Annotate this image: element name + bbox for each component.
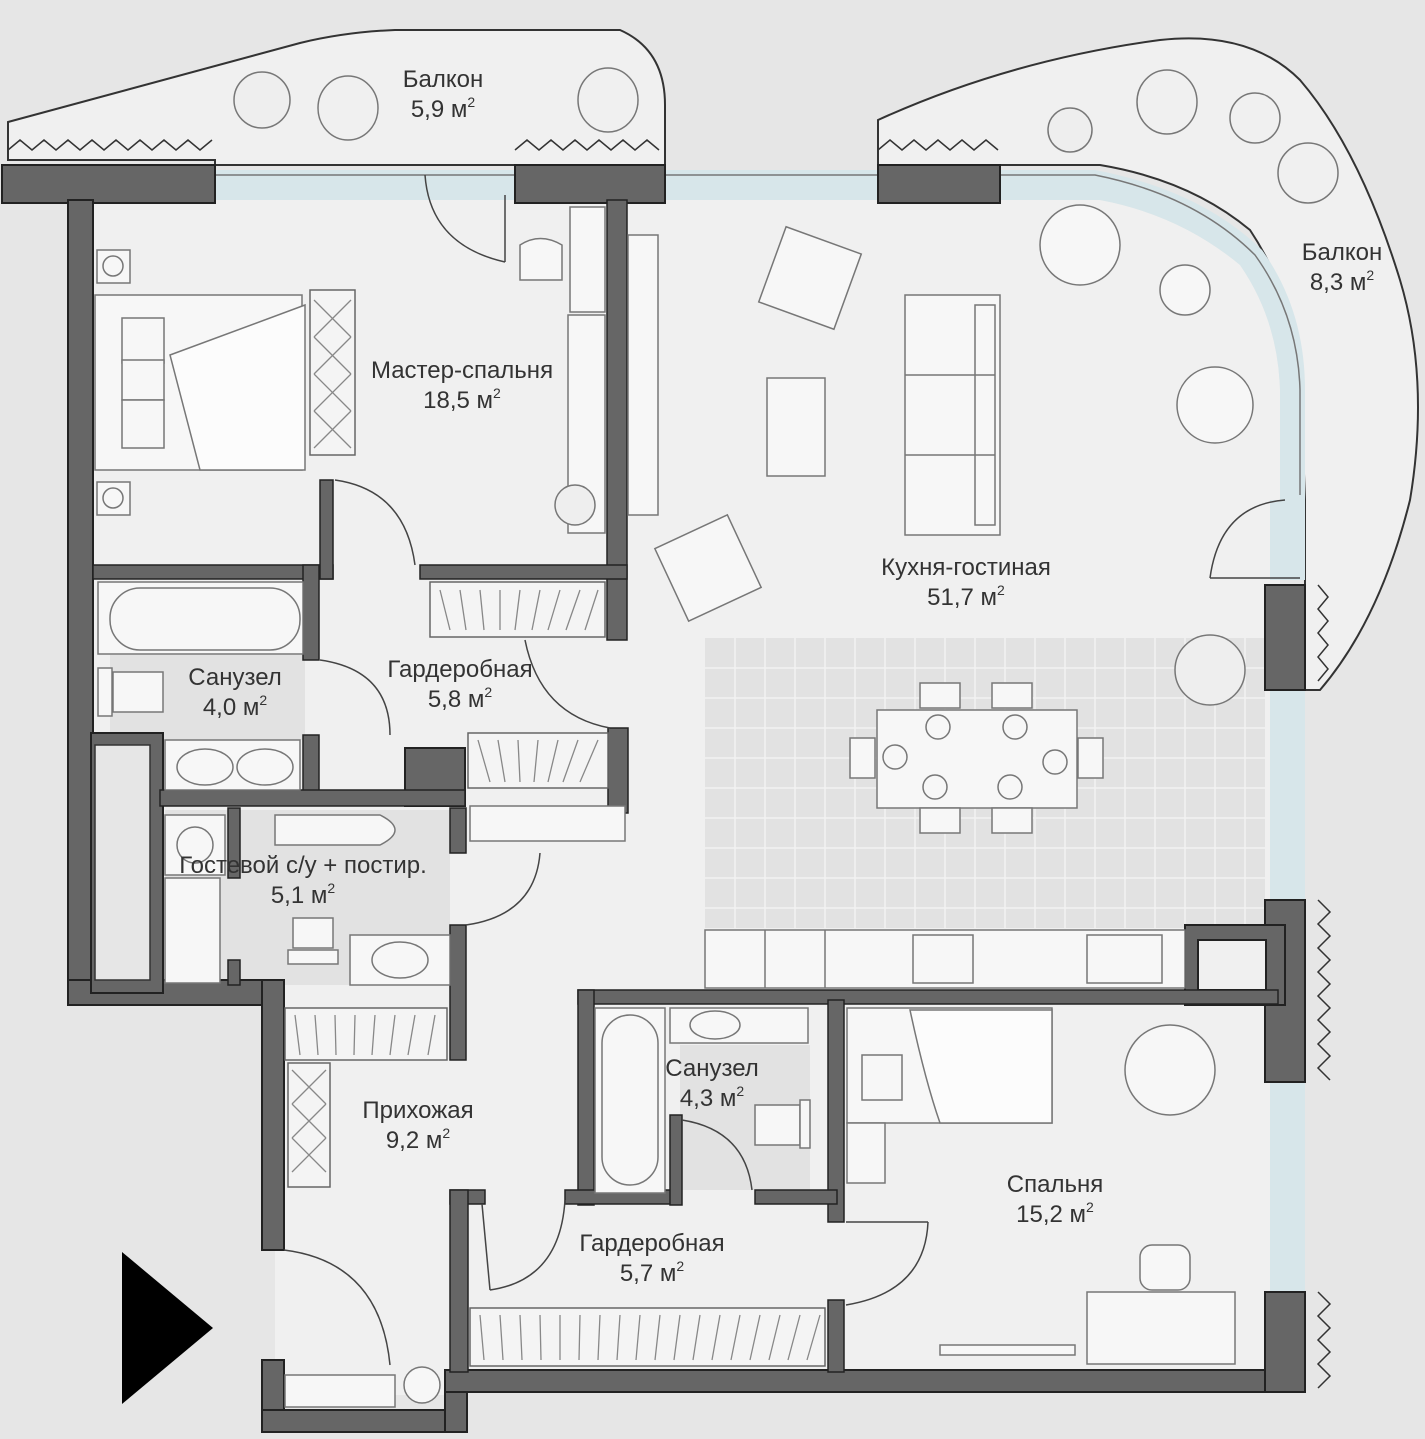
area-power: 2 (1366, 267, 1375, 283)
room-area: 51,7 (927, 584, 974, 611)
bedroom-furniture (284, 1007, 1236, 1408)
area-power: 2 (327, 880, 336, 896)
room-label-bathroom-1: Санузел 4,0 м2 (188, 663, 282, 723)
room-area: 18,5 (423, 387, 470, 414)
room-label-bathroom-2: Санузел 4,3 м2 (665, 1054, 759, 1114)
area-unit: м (242, 694, 260, 721)
railing-zigzag (7, 139, 213, 151)
glazing (1270, 690, 1305, 900)
living-furniture (469, 204, 1254, 989)
room-name: Гардеробная (579, 1230, 725, 1257)
railing-zigzag (514, 139, 660, 151)
room-area: 5,8 (427, 686, 462, 713)
area-unit: м (425, 1127, 443, 1154)
shaft (94, 744, 151, 981)
area-power: 2 (676, 1258, 685, 1274)
area-power: 2 (997, 582, 1005, 598)
room-name: Кухня-гостиная (881, 554, 1051, 581)
room-name: Прихожая (362, 1097, 474, 1124)
master-bed (94, 206, 659, 534)
room-label-master-bedroom: Мастер-спальня 18,5 м2 (371, 356, 553, 416)
area-unit: м (659, 1260, 677, 1287)
area-power: 2 (484, 684, 493, 700)
wall-niche (1197, 939, 1267, 991)
bathroom-fixtures (97, 581, 811, 1194)
glazing (1270, 1082, 1305, 1292)
room-area: 8,3 (1309, 269, 1344, 296)
room-name: Санузел (665, 1055, 759, 1082)
area-unit: м (476, 387, 494, 414)
wardrobe (284, 289, 826, 1367)
room-area: 4,3 (679, 1085, 714, 1112)
room-label-kitchen-living: Кухня-гостиная 51,7 м2 (881, 553, 1051, 613)
room-area: 4,0 (202, 694, 237, 721)
door-swings (283, 174, 1300, 1366)
room-area: 15,2 (1016, 1201, 1063, 1228)
glazing (1000, 170, 1305, 500)
room-area: 5,7 (619, 1260, 654, 1287)
area-unit: м (310, 882, 328, 909)
railing-zigzag (1317, 584, 1329, 682)
area-power: 2 (1086, 1199, 1094, 1215)
room-name: Гостевой с/у + постир. (179, 852, 427, 879)
room-area: 9,2 (385, 1127, 420, 1154)
room-label-balcony-right: Балкон 8,3 м2 (1302, 238, 1382, 298)
room-name: Спальня (1006, 1171, 1104, 1198)
railing-zigzag (877, 139, 999, 151)
railing-zigzag (1316, 1291, 1332, 1389)
area-unit: м (1069, 1201, 1087, 1228)
balcony-furniture (233, 67, 1339, 706)
entrance-arrow-icon (122, 1252, 213, 1404)
room-label-wardrobe-2: Гардеробная 5,7 м2 (579, 1229, 724, 1289)
area-unit: м (980, 584, 998, 611)
room-name: Санузел (188, 664, 282, 691)
wardrobe-hangers (291, 299, 821, 1361)
area-unit: м (450, 96, 468, 123)
room-label-hallway: Прихожая 9,2 м2 (362, 1096, 473, 1156)
room-label-guest-bathroom: Гостевой с/у + постир. 5,1 м2 (179, 851, 427, 911)
room-label-bedroom: Спальня 15,2 м2 (1007, 1170, 1103, 1230)
room-label-balcony-top: Балкон 5,9 м2 (403, 65, 483, 125)
room-label-wardrobe-1: Гардеробная 5,8 м2 (387, 655, 532, 715)
area-unit: м (467, 686, 485, 713)
interior-walls (92, 199, 1279, 1373)
railing-zigzag (1316, 899, 1332, 1081)
room-name: Гардеробная (387, 656, 533, 683)
area-power: 2 (493, 385, 501, 401)
room-area: 5,9 (410, 96, 445, 123)
balcony-left-shape (7, 29, 666, 166)
area-power: 2 (442, 1125, 451, 1141)
window-line (1000, 174, 1301, 495)
glazing (1270, 500, 1305, 580)
area-power: 2 (259, 692, 268, 708)
room-name: Мастер-спальня (370, 357, 554, 384)
room-name: Балкон (1301, 239, 1383, 266)
area-power: 2 (467, 94, 476, 110)
area-power: 2 (736, 1083, 745, 1099)
room-name: Балкон (402, 66, 484, 93)
area-unit: м (719, 1085, 737, 1112)
room-area: 5,1 (270, 882, 305, 909)
area-unit: м (1349, 269, 1367, 296)
